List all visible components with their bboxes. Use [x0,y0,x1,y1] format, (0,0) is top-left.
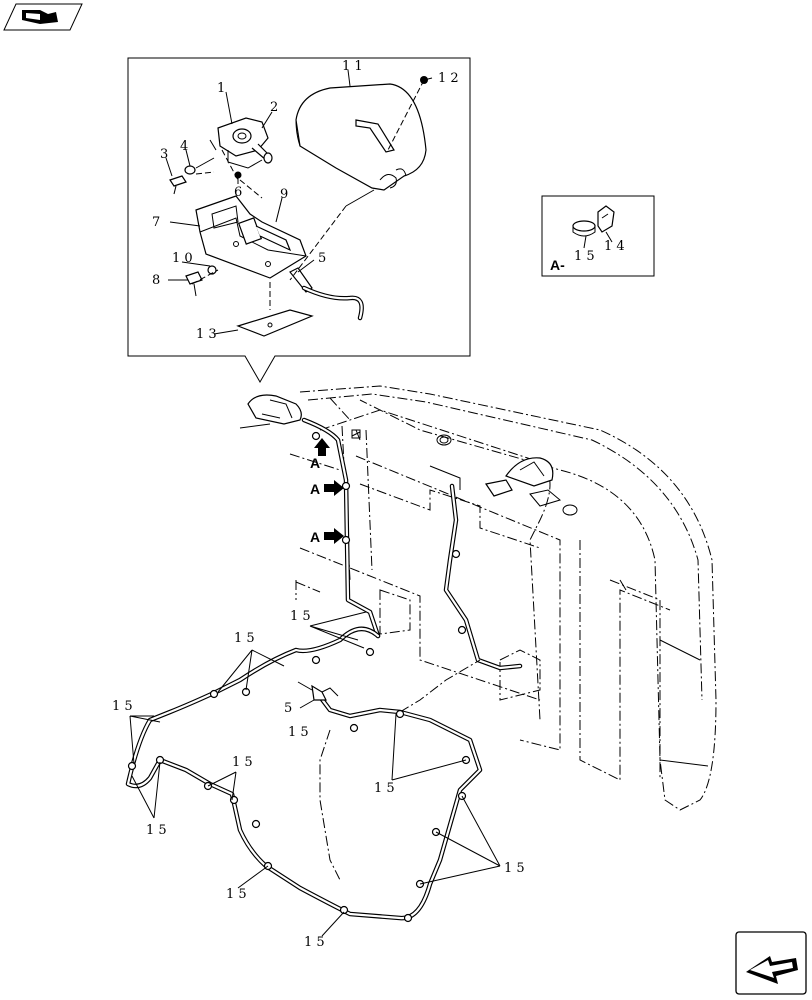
plate-part-13 [236,309,314,337]
lamp-rear [485,457,554,497]
label-15-a: 1 5 [290,609,311,624]
label-13: 1 3 [196,327,217,342]
detail-a-title: A- [550,257,565,273]
label-9: 9 [280,187,288,202]
label-8: 8 [152,273,160,288]
harness-clips [127,431,471,923]
label-15-h: 1 5 [504,861,525,876]
arrow-a1 [314,438,330,456]
washer-part-10 [207,265,217,275]
connector-part-5 [289,267,364,321]
label-2: 2 [270,100,278,115]
detail-a-label-15: 1 5 [574,249,595,264]
label-15-e: 1 5 [232,755,253,770]
detail-a-label-14: 1 4 [604,239,625,254]
label-11: 1 1 [342,59,363,74]
cover-part-11 [295,83,427,191]
lamp-front [247,394,302,425]
marker-a3: A [310,529,320,545]
label-4: 4 [180,139,188,154]
label-12: 1 2 [438,71,459,86]
label-1: 1 [217,81,225,96]
label-15-d: 1 5 [146,823,167,838]
label-10: 1 0 [172,251,193,266]
detail-a-box [541,195,655,277]
vertical-harness [301,417,523,671]
main-harness-loop [125,626,483,921]
exploded-detail-box [127,57,471,384]
bracket-part-7 [195,195,307,279]
label-15-j: 1 5 [304,935,325,950]
label-5: 5 [318,251,326,266]
label-15-b: 1 5 [234,631,255,646]
lamp-part-1 [209,117,273,169]
label-3: 3 [160,147,168,162]
arrow-a2 [324,480,344,496]
label-6: 6 [234,185,242,200]
marker-a1: A [310,455,320,471]
bolt-part-3 [169,175,187,195]
bolt-part-8 [185,271,203,297]
marker-a2: A [310,481,320,497]
washer-part-4 [184,157,215,175]
label-7: 7 [152,215,160,230]
detail-leaders [165,69,433,335]
label-15-f: 1 5 [288,725,309,740]
label-5-b: 5 [284,701,292,716]
label-15-i: 1 5 [226,887,247,902]
callout-fans [129,611,501,937]
label-15-g: 1 5 [374,781,395,796]
arrow-a3 [324,528,344,544]
label-15-c: 1 5 [112,699,133,714]
frame-outline [239,385,717,811]
